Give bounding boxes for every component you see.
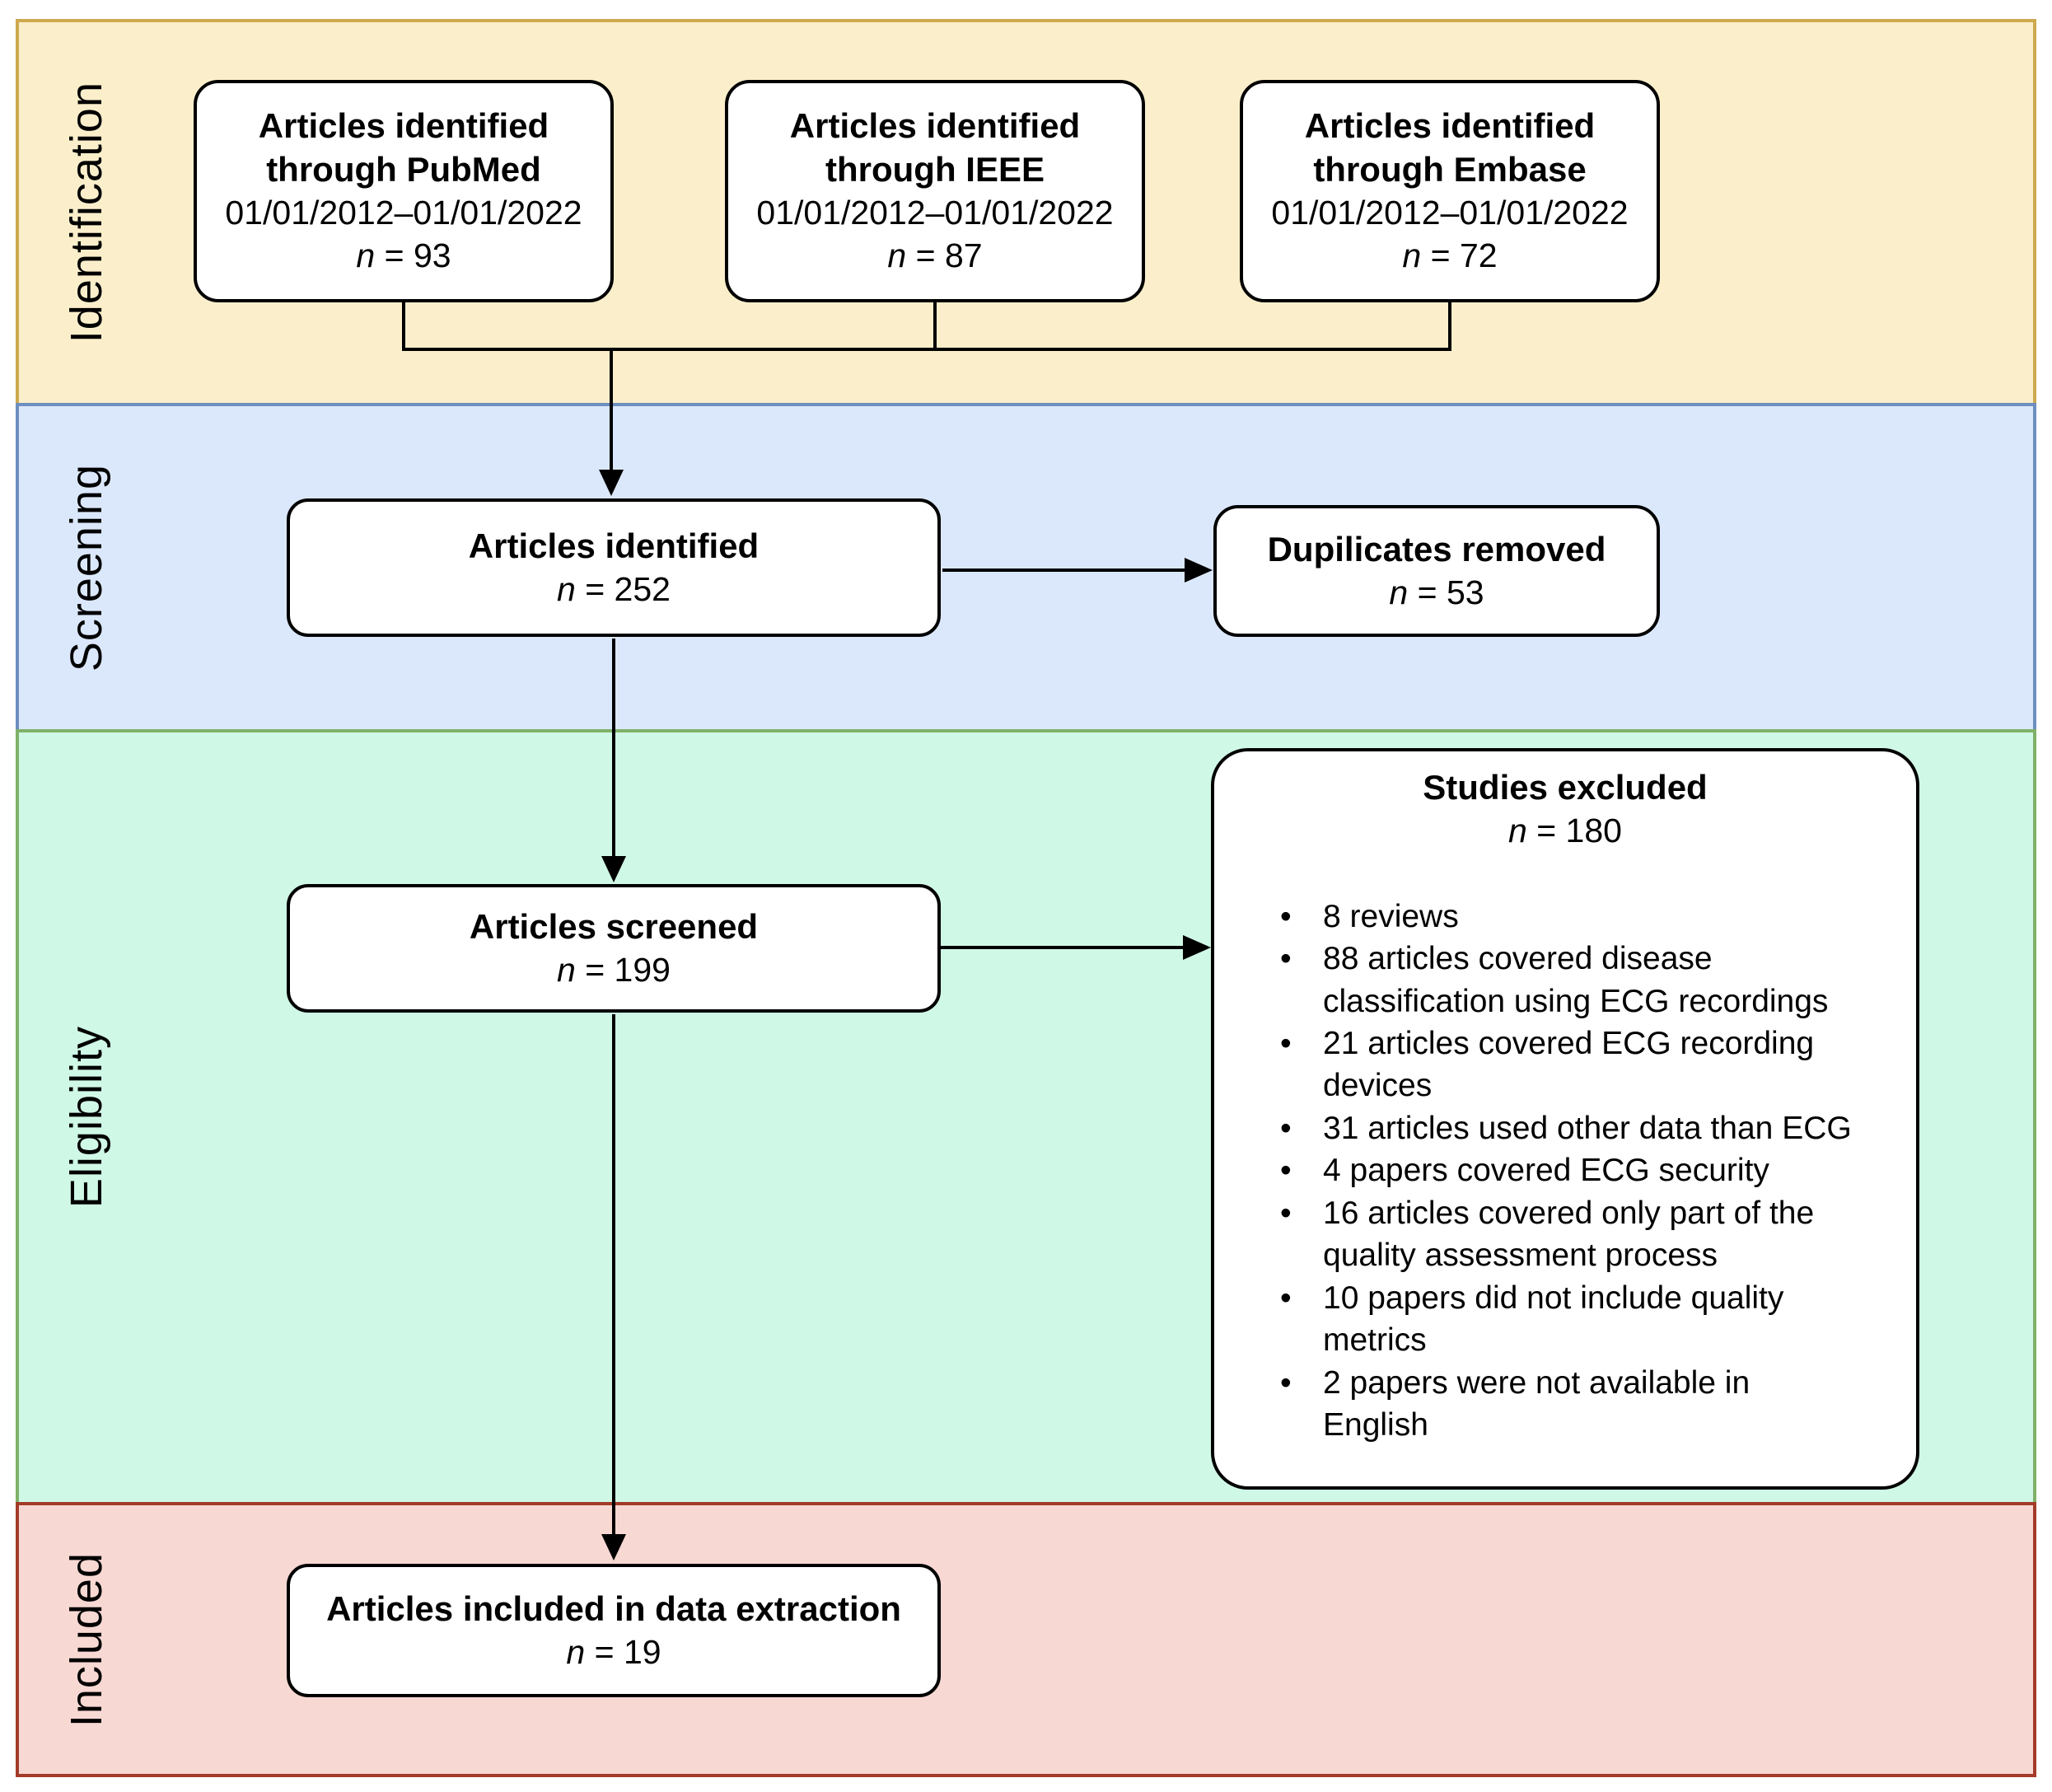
box-title: Studies excluded (1423, 768, 1708, 807)
box-title-line2: through IEEE (825, 150, 1045, 189)
bullet-icon: • (1280, 898, 1292, 934)
box-duplicates-removed: Dupilicates removed n = 53 (1213, 505, 1660, 637)
n-count: n = 72 (1402, 235, 1497, 278)
exclusion-reason: 10 papers did not include quality metric… (1323, 1280, 1784, 1359)
band-label-included-wrap: Included (25, 1502, 148, 1777)
bullet-icon: • (1280, 1025, 1292, 1061)
n-value: = 199 (575, 950, 671, 989)
arrowhead-right-icon (1183, 935, 1211, 960)
box-title-line1: Articles identified (1304, 106, 1596, 146)
n-value: = 252 (575, 569, 671, 608)
n-symbol: n (1389, 573, 1409, 611)
box-articles-identified: Articles identified n = 252 (287, 498, 941, 637)
bullet-icon: • (1280, 1364, 1292, 1401)
bullet-icon: • (1280, 941, 1292, 977)
connector-merge-line (402, 348, 1451, 351)
list-item: • 21 articles covered ECG recording devic… (1280, 1022, 1858, 1107)
exclusion-reason-list: • 8 reviews • 88 articles covered disease … (1214, 896, 1858, 1447)
list-item: • 10 papers did not include quality metri… (1280, 1277, 1858, 1362)
list-item: • 8 reviews (1280, 896, 1858, 938)
bullet-icon: • (1280, 1110, 1292, 1146)
n-value: = 180 (1526, 811, 1622, 849)
box-title-line1: Articles identified (258, 106, 549, 146)
arrow-identified-to-screened (612, 639, 615, 859)
band-label-identification-wrap: Identification (25, 19, 148, 406)
n-count: n = 199 (557, 949, 671, 992)
exclusion-reason: 2 papers were not available in English (1323, 1364, 1751, 1443)
arrow-identified-to-duplicates (942, 568, 1186, 572)
n-value: = 93 (375, 236, 451, 274)
n-symbol: n (1402, 236, 1422, 274)
box-title: Dupilicates removed (1267, 529, 1606, 568)
n-value: = 53 (1408, 573, 1484, 611)
band-label-included: Included (62, 1551, 111, 1728)
n-value: = 87 (906, 236, 983, 274)
date-range: 01/01/2012–01/01/2022 (225, 194, 582, 232)
connector-ieee-stub (933, 301, 937, 351)
box-title-line2: through PubMed (266, 150, 541, 189)
n-symbol: n (566, 1632, 586, 1671)
exclusion-reason: 31 articles used other data than ECG (1323, 1110, 1852, 1146)
box-articles-screened: Articles screened n = 199 (287, 884, 941, 1013)
box-title: Articles included in data extraction (326, 1588, 901, 1628)
connector-pubmed-stub (402, 301, 405, 351)
arrowhead-down-icon (601, 856, 626, 882)
list-item: • 2 papers were not available in English (1280, 1362, 1858, 1447)
arrow-screened-to-excluded (941, 946, 1185, 949)
date-range: 01/01/2012–01/01/2022 (756, 194, 1114, 232)
n-symbol: n (1508, 811, 1527, 849)
exclusion-reason: 8 reviews (1323, 898, 1459, 934)
box-identified-embase: Articles identified through Embase 01/01… (1240, 80, 1660, 302)
box-identified-pubmed: Articles identified through PubMed 01/01… (194, 80, 614, 302)
n-symbol: n (557, 950, 576, 989)
n-count: n = 53 (1389, 572, 1484, 615)
band-label-screening-wrap: Screening (25, 403, 148, 732)
exclusion-reason: 16 articles covered only part of the qua… (1323, 1195, 1815, 1274)
arrowhead-down-icon (601, 1534, 626, 1560)
band-label-screening: Screening (62, 463, 111, 672)
arrowhead-right-icon (1185, 558, 1213, 583)
list-item: • 31 articles used other data than ECG (1280, 1107, 1858, 1149)
n-count: n = 180 (1508, 810, 1622, 853)
box-studies-excluded: Studies excluded n = 180 • 8 reviews • 88 … (1211, 748, 1919, 1490)
list-item: • 88 articles covered disease classificat… (1280, 938, 1858, 1022)
n-count: n = 93 (356, 235, 451, 278)
band-label-eligibility-wrap: Eligibility (25, 729, 148, 1505)
connector-embase-stub (1448, 301, 1451, 351)
box-title: Articles screened (469, 906, 759, 946)
box-identified-ieee: Articles identified through IEEE 01/01/2… (725, 80, 1145, 302)
n-symbol: n (356, 236, 376, 274)
list-item: • 16 articles covered only part of the qu… (1280, 1192, 1858, 1277)
arrowhead-down-icon (599, 470, 624, 496)
list-item: • 4 papers covered ECG security (1280, 1149, 1858, 1191)
exclusion-reason: 88 articles covered disease classificati… (1323, 941, 1829, 1019)
arrow-merge-to-identified (610, 349, 613, 473)
n-value: = 19 (585, 1632, 661, 1671)
arrow-screened-to-included (612, 1014, 615, 1537)
exclusion-reason: 4 papers covered ECG security (1323, 1153, 1769, 1189)
band-label-eligibility: Eligibility (62, 1026, 111, 1209)
band-label-identification: Identification (62, 82, 111, 344)
n-symbol: n (557, 569, 576, 608)
bullet-icon: • (1280, 1195, 1292, 1231)
box-title-line1: Articles identified (789, 106, 1081, 146)
bullet-icon: • (1280, 1280, 1292, 1316)
n-count: n = 252 (557, 568, 671, 611)
box-title-line2: through Embase (1313, 150, 1587, 189)
n-symbol: n (887, 236, 907, 274)
box-articles-included: Articles included in data extraction n =… (287, 1564, 941, 1697)
box-title: Articles identified (468, 526, 760, 565)
date-range: 01/01/2012–01/01/2022 (1271, 194, 1629, 232)
n-value: = 72 (1421, 236, 1498, 274)
n-count: n = 19 (566, 1631, 661, 1674)
n-count: n = 87 (887, 235, 982, 278)
exclusion-reason: 21 articles covered ECG recording device… (1323, 1025, 1815, 1104)
bullet-icon: • (1280, 1153, 1292, 1189)
